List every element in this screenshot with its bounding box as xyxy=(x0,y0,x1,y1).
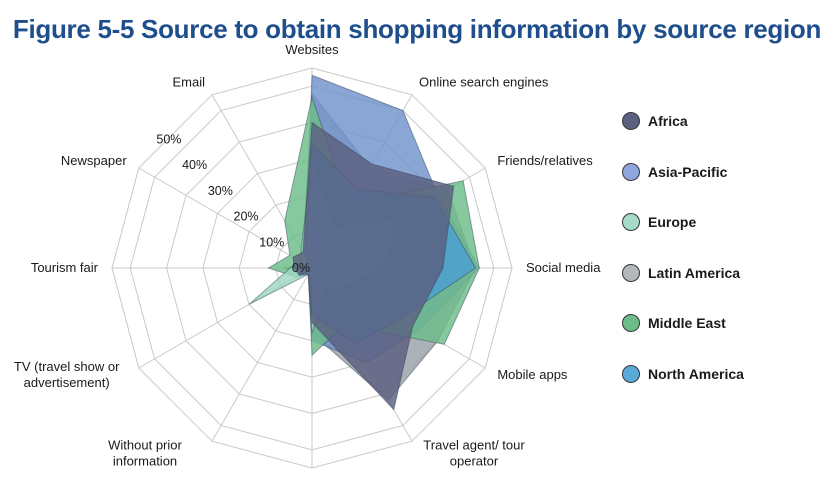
legend-item: Latin America xyxy=(622,248,744,299)
legend-item: Africa xyxy=(622,96,744,147)
legend-label: Middle East xyxy=(648,315,726,332)
legend-item: Asia-Pacific xyxy=(622,147,744,198)
tick-label: 0% xyxy=(292,261,310,275)
legend-label: Asia-Pacific xyxy=(648,163,728,180)
legend-item: Europe xyxy=(622,197,744,248)
legend-label: Africa xyxy=(648,113,688,130)
legend-swatch xyxy=(622,162,640,181)
legend-label: North America xyxy=(648,365,744,382)
axis-label: Mobile apps xyxy=(497,367,568,382)
grid-spoke xyxy=(138,167,313,269)
axis-label: Tourism fair xyxy=(31,260,99,275)
legend-swatch xyxy=(622,314,640,333)
axis-label: Websites xyxy=(285,42,339,57)
axis-label: Online search engines xyxy=(419,75,549,90)
axis-label: Social media xyxy=(526,260,601,275)
tick-label: 50% xyxy=(156,132,181,146)
legend-label: Europe xyxy=(648,214,697,231)
axis-label: Newspaper xyxy=(61,153,127,168)
legend-swatch xyxy=(622,263,640,282)
chart-title: Figure 5-5 Source to obtain shopping inf… xyxy=(12,14,822,44)
legend: Africa Asia-Pacific Europe Latin America… xyxy=(622,96,744,399)
legend-item: Middle East xyxy=(622,298,744,349)
grid-spoke xyxy=(211,267,313,442)
legend-swatch xyxy=(622,112,640,131)
tick-label: 20% xyxy=(234,210,259,224)
legend-label: Latin America xyxy=(648,264,741,281)
tick-label: 10% xyxy=(259,235,284,249)
tick-label: 40% xyxy=(182,158,207,172)
axis-label: Friends/relatives xyxy=(497,153,593,168)
legend-swatch xyxy=(622,364,640,383)
series-area xyxy=(292,121,455,411)
axis-label: Email xyxy=(172,75,205,90)
legend-item: North America xyxy=(622,349,744,400)
tick-label: 30% xyxy=(208,184,233,198)
legend-swatch xyxy=(622,213,640,232)
